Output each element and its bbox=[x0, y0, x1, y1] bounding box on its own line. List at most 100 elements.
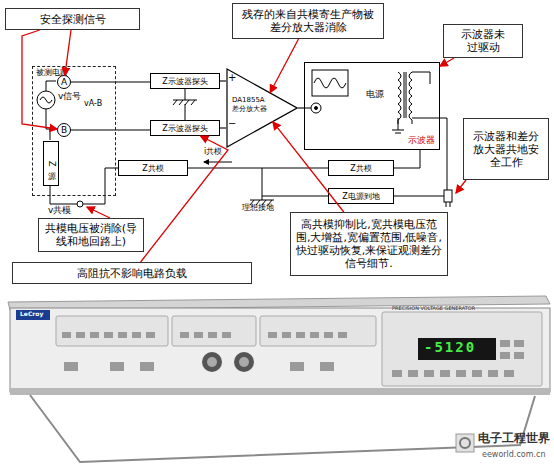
power-plug bbox=[446, 202, 447, 207]
leader-line bbox=[440, 58, 454, 66]
node-text: DA1855A 差分放大器 bbox=[232, 96, 272, 114]
wire bbox=[262, 168, 328, 169]
push-button bbox=[514, 352, 524, 359]
callout-box: 共模电压被消除(导线和地回路上) bbox=[38, 218, 144, 252]
bnc-input bbox=[311, 103, 321, 113]
scope-screen bbox=[312, 70, 348, 96]
transformer bbox=[398, 72, 430, 124]
part-name: 电源 bbox=[366, 90, 384, 100]
wire bbox=[46, 109, 56, 129]
push-button bbox=[104, 332, 113, 338]
transformer bbox=[404, 72, 405, 118]
push-button bbox=[222, 332, 231, 338]
instrument-body bbox=[10, 388, 550, 395]
part-name: 理想接地 bbox=[242, 204, 274, 213]
amplifier-triangle bbox=[227, 69, 297, 147]
push-button bbox=[296, 332, 305, 338]
ground-symbol bbox=[191, 100, 195, 105]
node-text: 示波器和差分放大器共地安全工作 bbox=[468, 130, 544, 169]
wire bbox=[304, 108, 311, 109]
power-plug bbox=[450, 202, 451, 207]
node-text: Z电源到地 bbox=[342, 191, 379, 202]
node-text: A bbox=[61, 77, 67, 87]
leader-line bbox=[22, 30, 57, 129]
node-text: 安全探测信号 bbox=[40, 13, 106, 26]
wire bbox=[83, 168, 118, 204]
signal-name: vA-B bbox=[84, 100, 102, 109]
push-button bbox=[64, 362, 78, 371]
signal-name: v信号 bbox=[58, 92, 81, 102]
current-arrow bbox=[204, 162, 232, 163]
node-text: 示波器 bbox=[408, 134, 435, 147]
callout-box: 安全探测信号 bbox=[5, 8, 140, 30]
transformer bbox=[412, 72, 430, 84]
push-button bbox=[488, 370, 498, 377]
panel-text: PRECISION VOLTAGE GENERATOR bbox=[392, 306, 475, 312]
transformer bbox=[406, 72, 407, 118]
pin-sign: − bbox=[228, 118, 236, 129]
push-button bbox=[338, 332, 347, 338]
impedance-box: Z共模 bbox=[118, 160, 188, 176]
push-button bbox=[440, 370, 450, 377]
impedance-box: Z电源到地 bbox=[328, 188, 394, 204]
push-button bbox=[408, 370, 418, 377]
ground-symbol bbox=[392, 130, 404, 131]
bnc-connector bbox=[202, 352, 222, 372]
wire bbox=[394, 196, 444, 197]
push-button bbox=[472, 370, 482, 377]
wire bbox=[46, 81, 447, 204]
push-button bbox=[500, 340, 510, 347]
push-button bbox=[110, 362, 124, 371]
bnc-input bbox=[311, 103, 321, 113]
push-button bbox=[118, 332, 127, 338]
node-text: 高阻抗不影响电路负载 bbox=[77, 267, 187, 280]
leader-line bbox=[87, 207, 110, 218]
brand-logo: LeCroy bbox=[20, 311, 43, 318]
bnc-connector bbox=[234, 352, 254, 372]
wire bbox=[412, 118, 447, 190]
scope-screen bbox=[314, 78, 346, 88]
push-button bbox=[310, 332, 319, 338]
instrument-body bbox=[8, 296, 550, 395]
node-text: 高共模抑制比,宽共模电压范围,大增益,宽偏置范围,低噪音,快过驱动恢复,来保证观… bbox=[295, 218, 443, 270]
push-button bbox=[268, 332, 277, 338]
node-text: Z源 bbox=[46, 161, 56, 166]
callout-box: 示波器和差分放大器共地安全工作 bbox=[463, 118, 549, 180]
push-button bbox=[140, 362, 154, 371]
push-button bbox=[180, 332, 189, 338]
circuit-under-test: 被测电路ABZ源 bbox=[32, 66, 116, 196]
push-button bbox=[324, 332, 333, 338]
current-arrow bbox=[204, 162, 232, 163]
bnc-input bbox=[315, 107, 318, 110]
push-button bbox=[146, 332, 155, 338]
wire bbox=[185, 89, 186, 100]
node-text: Z共模 bbox=[142, 163, 163, 174]
diff-amplifier: DA1855A 差分放大器 bbox=[226, 68, 298, 148]
test-point: A bbox=[57, 75, 71, 89]
wire bbox=[220, 80, 226, 81]
watermark-icon bbox=[456, 434, 474, 452]
transformer bbox=[398, 72, 401, 124]
wire bbox=[220, 127, 226, 128]
scope-screen bbox=[312, 70, 348, 96]
pin-sign: + bbox=[228, 72, 236, 83]
wire bbox=[71, 81, 150, 82]
display-value: -5120 bbox=[424, 340, 476, 355]
control-group bbox=[172, 316, 256, 346]
control-group bbox=[56, 316, 168, 346]
led-display bbox=[418, 338, 496, 360]
wire bbox=[262, 196, 328, 197]
watermark: 电子工程世界 bbox=[478, 432, 550, 445]
wire bbox=[188, 168, 262, 200]
signal-source bbox=[37, 91, 55, 109]
push-button bbox=[282, 332, 291, 338]
callout-box: 高共模抑制比,宽共模电压范围,大增益,宽偏置范围,低噪音,快过驱动恢复,来保证观… bbox=[290, 212, 448, 276]
probe-impedance: Z示波器探头 bbox=[150, 73, 220, 89]
node-text: 共模电压被消除(导线和地回路上) bbox=[43, 222, 139, 248]
signal-source bbox=[40, 97, 52, 103]
logo-plate bbox=[16, 310, 50, 320]
control-group bbox=[56, 312, 542, 386]
signal-name: i共模 bbox=[204, 148, 222, 157]
